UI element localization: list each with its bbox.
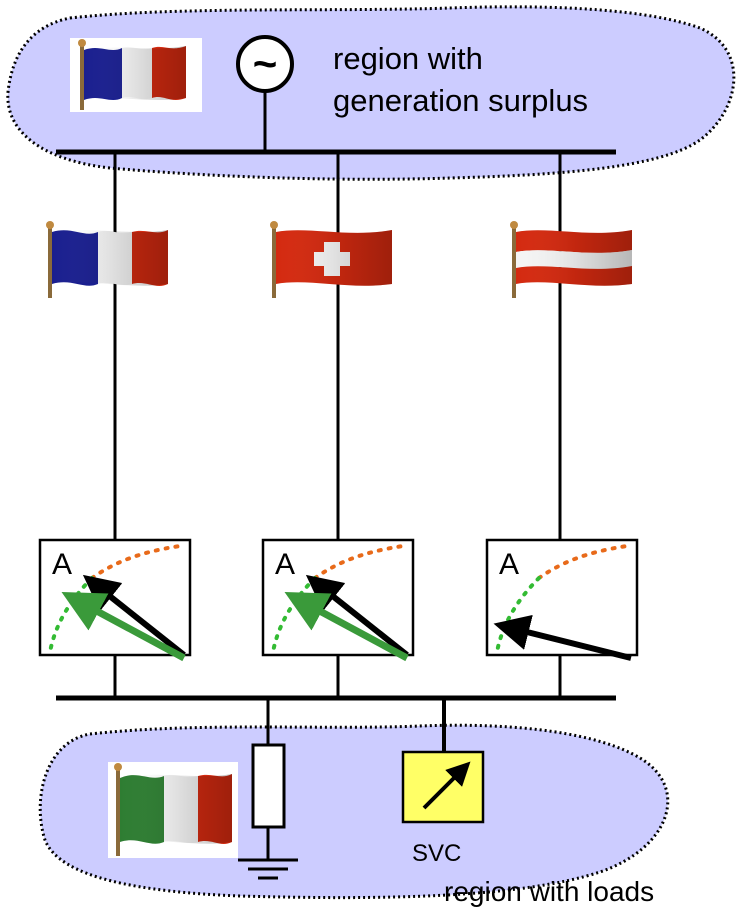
meter-3-label: A xyxy=(499,548,520,581)
generator-symbol: ~ xyxy=(253,40,278,87)
meter-1-current-arrow xyxy=(82,574,186,658)
meter-1-limit-arrow xyxy=(61,592,186,662)
bottom-region-label: region with loads xyxy=(444,876,655,907)
meter-1-label: A xyxy=(52,548,73,581)
meter-2-arc-orange xyxy=(313,544,405,580)
meter-2-limit-arrow xyxy=(284,592,409,662)
flag-switzerland-icon xyxy=(270,221,392,298)
meter-3-arc-orange xyxy=(537,544,629,580)
meter-3-current-arrow xyxy=(493,614,632,661)
meter-2-current-arrow xyxy=(305,574,409,658)
load-resistor-icon xyxy=(251,743,286,829)
flag-france-top-icon xyxy=(70,38,202,112)
generator-icon xyxy=(236,35,294,93)
meter-1-arc-orange xyxy=(90,544,182,580)
flag-france-line-icon xyxy=(46,221,168,298)
svc-label: SVC xyxy=(412,840,462,867)
meter-3 xyxy=(485,538,639,661)
top-region-label-line2: generation surplus xyxy=(333,83,589,118)
flag-austria-icon xyxy=(510,221,632,298)
ground-icon xyxy=(238,858,298,880)
meter-1 xyxy=(38,538,192,662)
flag-italy-icon xyxy=(108,762,238,858)
meter-2-label: A xyxy=(275,548,296,581)
meter-2 xyxy=(261,538,415,662)
svc-arrow-icon xyxy=(422,761,471,810)
top-region-label-line1: region with xyxy=(333,41,483,76)
